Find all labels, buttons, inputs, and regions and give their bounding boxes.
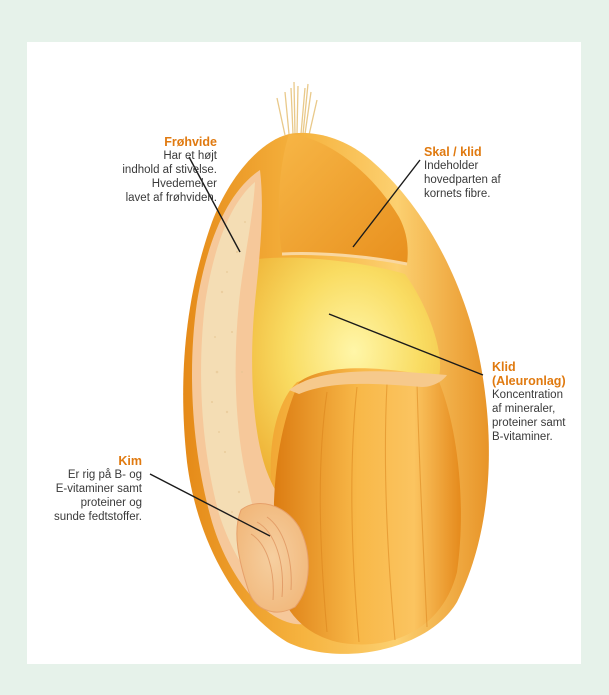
label-aleurone-title: Klid (492, 360, 582, 374)
label-aleurone-line: proteiner samt (492, 416, 582, 430)
label-germ: Kim Er rig på B- og E-vitaminer samt pro… (27, 454, 142, 524)
label-endosperm-line: lavet af frøhviden. (87, 191, 217, 205)
kernel-hairs (277, 82, 317, 135)
label-endosperm-line: Har et højt (87, 149, 217, 163)
label-endosperm-title: Frøhvide (87, 135, 217, 149)
label-endosperm-line: Hvedemel er (87, 177, 217, 191)
label-bran-line: Indeholder (424, 159, 554, 173)
label-germ-line: sunde fedtstoffer. (27, 510, 142, 524)
diagram-card: Frøhvide Har et højt indhold af stivelse… (27, 42, 581, 664)
label-bran-line: hovedparten af (424, 173, 554, 187)
label-germ-line: E-vitaminer samt (27, 482, 142, 496)
label-bran: Skal / klid Indeholder hovedparten af ko… (424, 145, 554, 201)
label-endosperm-line: indhold af stivelse. (87, 163, 217, 177)
label-aleurone-line: af mineraler, (492, 402, 582, 416)
label-aleurone-subtitle: (Aleuronlag) (492, 374, 582, 388)
label-aleurone: Klid (Aleuronlag) Koncentration af miner… (492, 360, 582, 444)
label-bran-line: kornets fibre. (424, 187, 554, 201)
label-bran-title: Skal / klid (424, 145, 554, 159)
label-aleurone-line: B-vitaminer. (492, 430, 582, 444)
label-germ-line: proteiner og (27, 496, 142, 510)
label-aleurone-line: Koncentration (492, 388, 582, 402)
bottom-shell (274, 368, 461, 644)
label-germ-line: Er rig på B- og (27, 468, 142, 482)
label-germ-title: Kim (27, 454, 142, 468)
label-endosperm: Frøhvide Har et højt indhold af stivelse… (87, 135, 217, 205)
